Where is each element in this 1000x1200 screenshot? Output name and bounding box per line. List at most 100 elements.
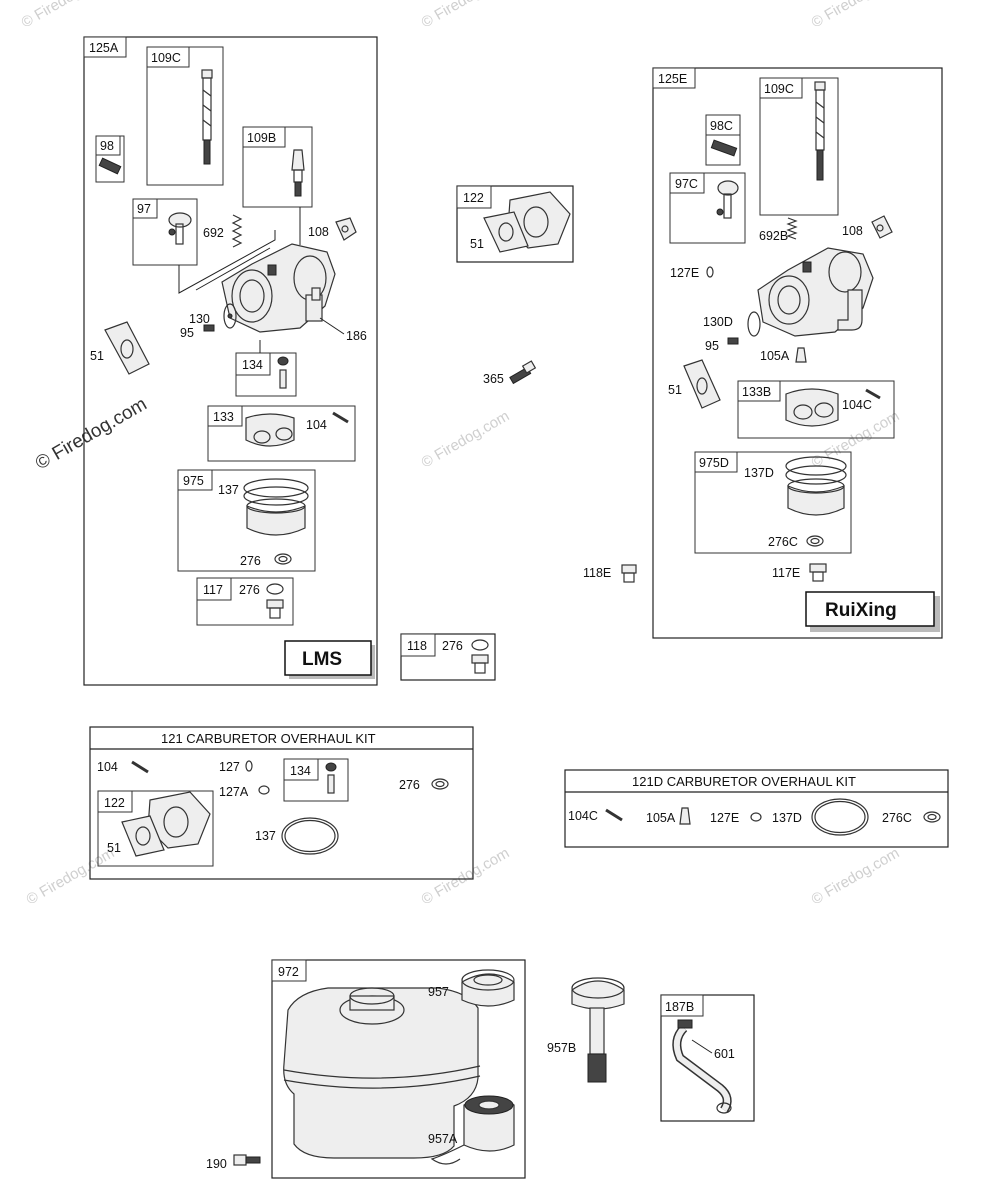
subgroup-133b-frame: [737, 380, 895, 439]
label-601: 601: [714, 1047, 735, 1061]
float-icon: [245, 413, 295, 447]
label-97: 97: [137, 202, 151, 216]
label-130: 130: [189, 312, 210, 326]
label-117e: 117E: [772, 566, 800, 580]
leader-692: [195, 247, 271, 291]
kit121-needle-icon: [325, 762, 337, 794]
screw-icon: [98, 157, 122, 175]
float-needle-icon: [201, 69, 213, 165]
cap-dipstick-icon: [571, 977, 625, 1083]
label-109b: 109B: [247, 131, 276, 145]
watermark-low-left: © Firedog.com: [24, 844, 118, 908]
float-needle-e-icon: [814, 81, 826, 181]
float-pin-icon: [332, 411, 349, 424]
kit121d-oring-icon: [811, 798, 869, 836]
part-957b: 957B: [547, 977, 625, 1083]
kit121-oring-icon: [281, 817, 339, 855]
kit-121-title: 121 CARBURETOR OVERHAUL KIT: [161, 731, 376, 746]
label-105a: 105A: [760, 349, 790, 363]
float-pin-e-icon: [865, 388, 881, 400]
subgroup-975-frame: [177, 469, 316, 572]
group-125a-tag: 125A: [89, 41, 119, 55]
kit-121-frame: [89, 726, 474, 880]
label-109c: 109C: [151, 51, 181, 65]
lms-brand-box: [284, 640, 372, 676]
label-137d: 137D: [744, 466, 774, 480]
inlet-needle-icon: [277, 356, 289, 389]
label-95-e: 95: [705, 339, 719, 353]
washer-e-icon: [806, 535, 824, 547]
fuel-cap-vented-icon: [430, 1095, 515, 1165]
gasket-108-e-icon: [871, 215, 893, 239]
watermark-top-center: © Firedog.com: [419, 0, 513, 31]
gasket-122-icon: [483, 211, 529, 253]
group-125a-tag-box: [83, 36, 127, 58]
kit121d-washer-icon: [923, 811, 941, 823]
group-125e-tag: 125E: [658, 72, 687, 86]
label-276-117: 276: [239, 583, 260, 597]
subgroup-98-tag-box: [95, 135, 121, 156]
label-190: 190: [206, 1157, 227, 1171]
bolt-icon: [233, 1154, 261, 1166]
spring-icon: [231, 214, 243, 248]
kit121d-oring-inner: [814, 800, 866, 834]
ruixing-brand-box: [805, 591, 935, 627]
group-972: 972 957 957A: [271, 959, 526, 1179]
spring-e-icon: [786, 217, 798, 240]
watermark-top-right: © Firedog.com: [809, 0, 903, 31]
kit121d-label-104c: 104C: [568, 809, 598, 823]
welch-plug-icon: [706, 266, 714, 278]
kit121d-label-127e: 127E: [710, 811, 739, 825]
group-187b-tag-box: [660, 994, 704, 1017]
kit121-plug-icon: [258, 785, 270, 795]
kit121-label-134: 134: [290, 764, 311, 778]
label-108-e: 108: [842, 224, 863, 238]
watermark-low-center: © Firedog.com: [419, 844, 513, 908]
bowl-screw-icon: [266, 583, 284, 619]
watermark-layer: © Firedog.com © Firedog.com © Firedog.co…: [19, 0, 903, 908]
kit121d-label-276c: 276C: [882, 811, 912, 825]
group-122: 122 51: [456, 185, 574, 263]
label-975: 975: [183, 474, 204, 488]
label-104: 104: [306, 418, 327, 432]
small-screw-icon: [203, 324, 215, 332]
kit121-label-51: 51: [107, 841, 121, 855]
throttle-lever-e-icon: [716, 180, 739, 219]
subgroup-98c-tag-box: [705, 114, 741, 136]
subgroup-975-tag-box: [177, 469, 213, 491]
kit121-subgroup-122-tag-box: [97, 790, 133, 813]
float-e-icon: [785, 388, 839, 427]
intake-gasket-e-icon: [683, 359, 721, 409]
washer-icon: [274, 553, 292, 565]
subgroup-109c-frame: [146, 46, 224, 186]
kit-121d-title: 121D CARBURETOR OVERHAUL KIT: [632, 774, 856, 789]
subgroup-109b-tag-box: [242, 126, 286, 148]
kit121-label-276: 276: [399, 778, 420, 792]
label-187b: 187B: [665, 1000, 694, 1014]
label-975d: 975D: [699, 456, 729, 470]
group-125e: 125E 109C 98C 97C 692B: [652, 67, 943, 639]
kit121-label-137: 137: [255, 829, 276, 843]
watermark-main: © Firedog.com: [32, 394, 151, 475]
label-276-118: 276: [442, 639, 463, 653]
group-972-frame: [271, 959, 526, 1179]
label-692: 692: [203, 226, 224, 240]
kit121d-label-105a: 105A: [646, 811, 676, 825]
kit121-label-104: 104: [97, 760, 118, 774]
group-125a-frame: [83, 36, 378, 686]
subgroup-97c-tag-box: [669, 172, 705, 194]
subgroup-117-tag-box: [196, 577, 232, 601]
leader-186: [319, 317, 345, 335]
subgroup-109c-e-tag-box: [759, 77, 803, 99]
kit121-welch-plug-icon: [245, 760, 253, 772]
label-109c-e: 109C: [764, 82, 794, 96]
kit121-label-122: 122: [104, 796, 125, 810]
label-118: 118: [407, 639, 427, 653]
label-127e: 127E: [670, 266, 699, 280]
label-957b: 957B: [547, 1041, 576, 1055]
subgroup-97c-frame: [669, 172, 746, 244]
group-118: 118 276: [400, 633, 496, 681]
subgroup-133-tag-box: [207, 405, 243, 427]
subgroup-97-frame: [132, 198, 198, 266]
